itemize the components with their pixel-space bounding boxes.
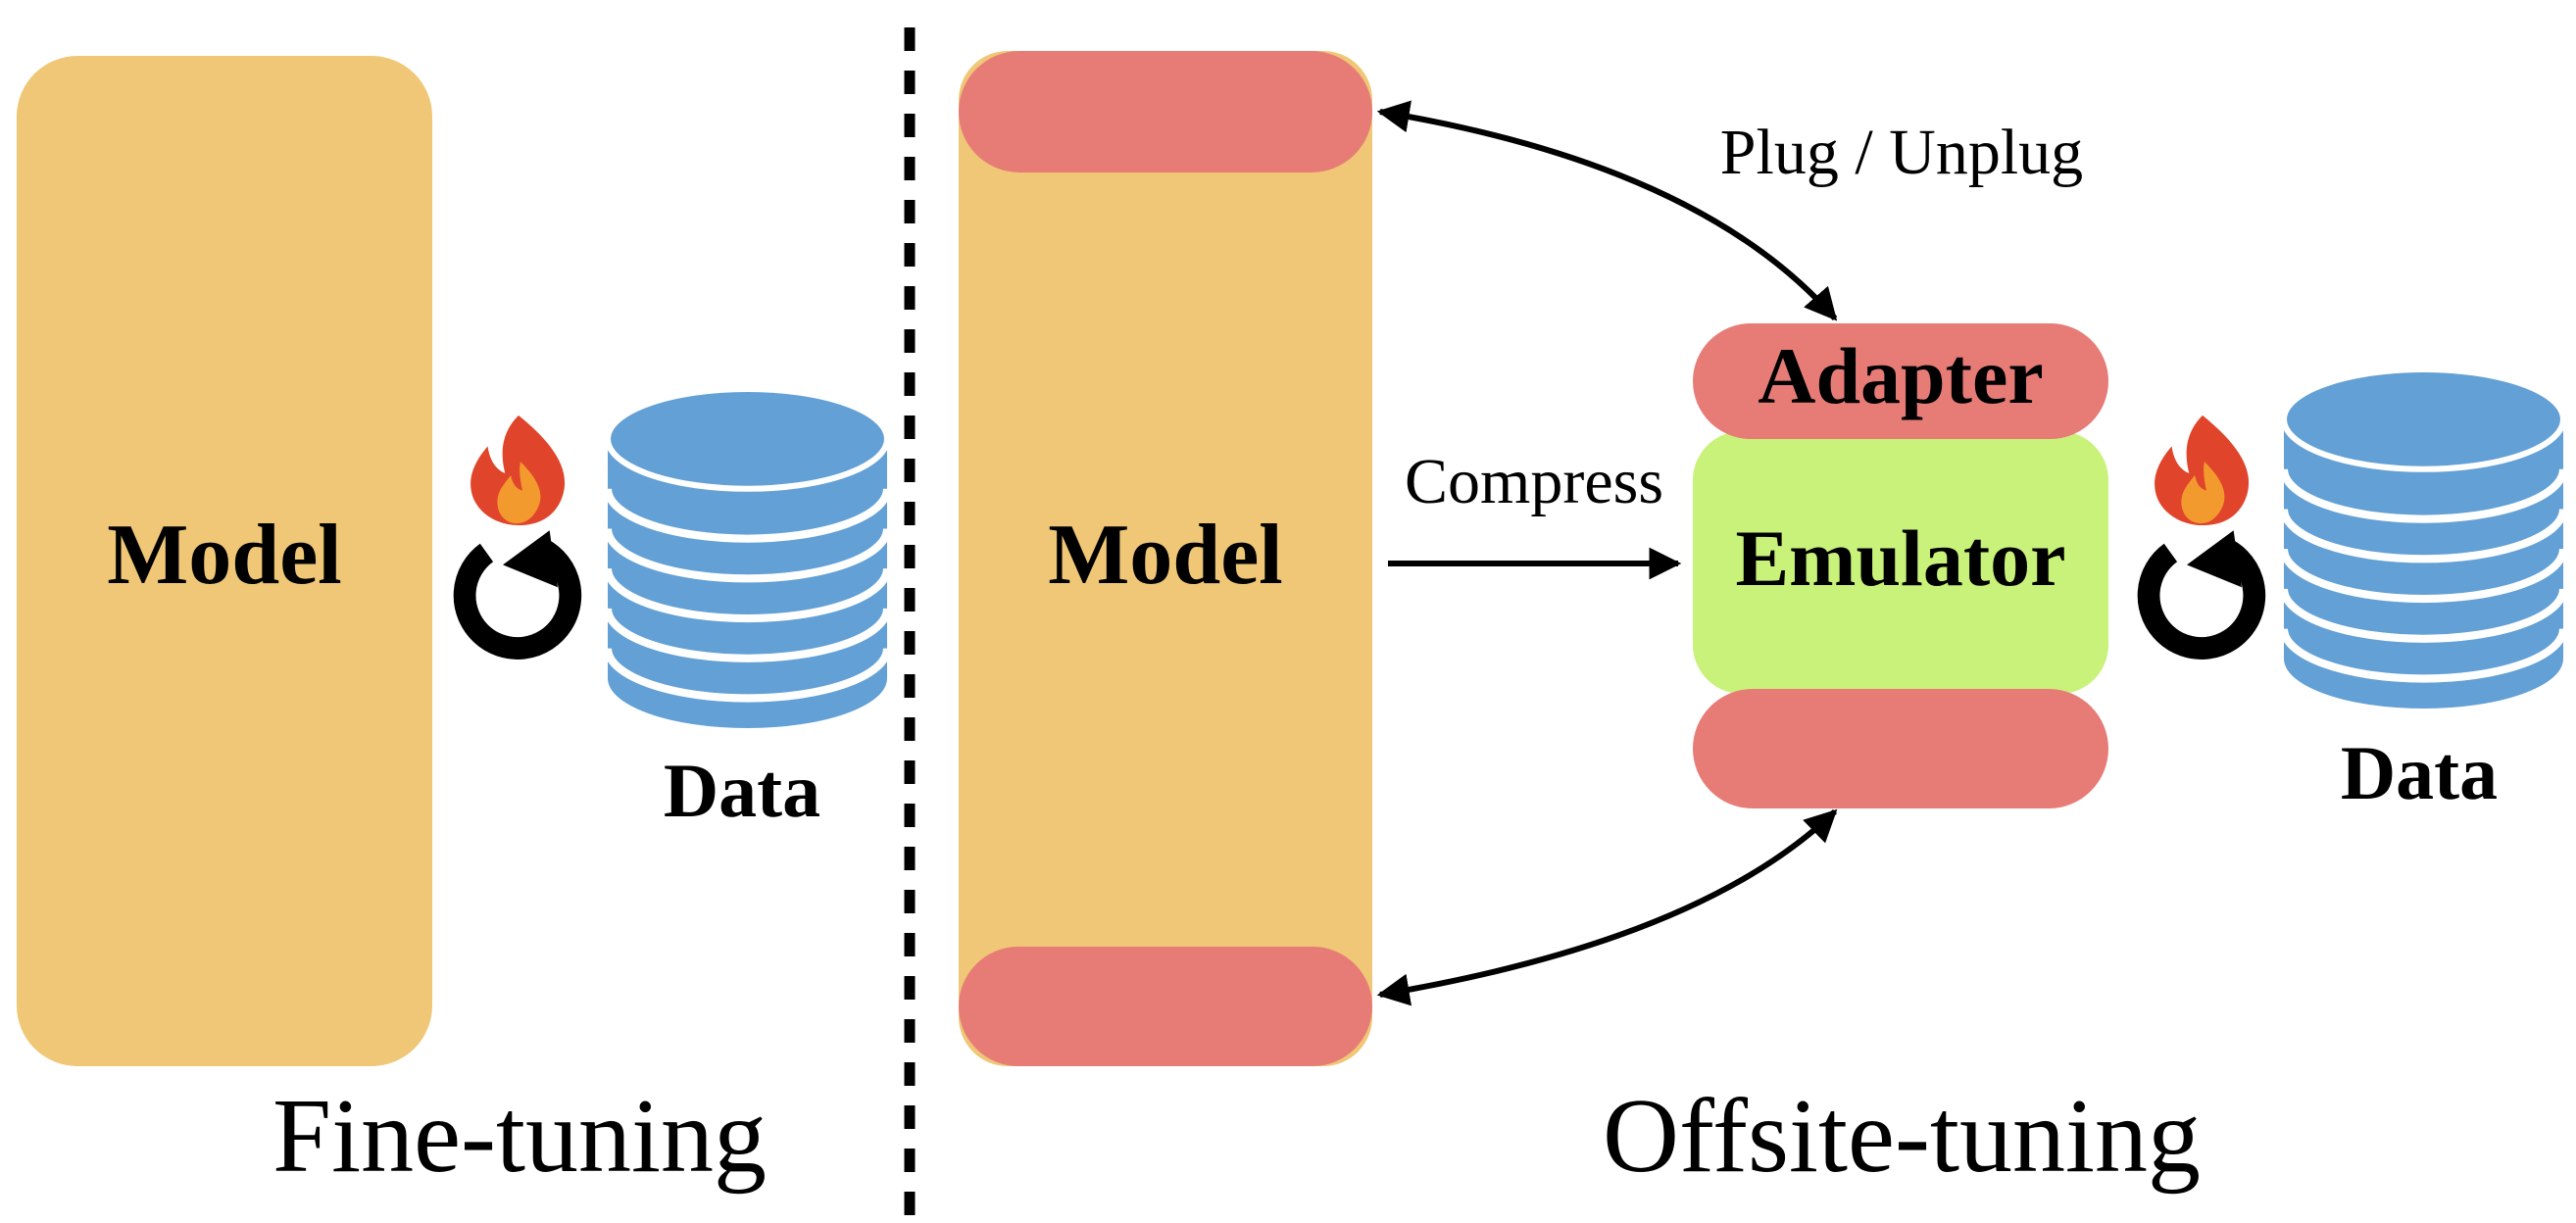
compress-label: Compress — [1405, 446, 1663, 517]
top-adapter-layer — [959, 51, 1372, 172]
offsite-tuning-caption: Offsite-tuning — [1603, 1078, 2201, 1195]
flame-icon — [2155, 415, 2250, 526]
adapter-label: Adapter — [1758, 331, 2044, 420]
flame-icon — [471, 415, 566, 526]
model-block — [17, 56, 432, 1066]
refresh-icon — [2149, 530, 2254, 648]
plug-unplug-top-arrow — [1376, 100, 1838, 321]
plug-unplug-bottom-arrow — [1376, 808, 1838, 1006]
database-icon — [2284, 369, 2563, 709]
offsite-tuning-panel: Model Adapter Emulator Plug / Unplug Com… — [959, 51, 2563, 1195]
bottom-adapter-layer — [959, 947, 1372, 1066]
fine-tuning-caption: Fine-tuning — [272, 1078, 767, 1195]
bottom-adapter-block — [1693, 689, 2108, 808]
emulator-label: Emulator — [1735, 514, 2065, 603]
database-icon — [608, 389, 887, 728]
data-label: Data — [2341, 730, 2498, 815]
refresh-icon — [465, 530, 570, 648]
fine-tuning-panel: Model Data Fine-tuning — [17, 56, 887, 1195]
plug-unplug-label: Plug / Unplug — [1720, 117, 2083, 188]
adapter-block — [1693, 323, 2108, 439]
data-label: Data — [664, 748, 820, 833]
emulator-block — [1693, 431, 2108, 694]
model-label: Model — [107, 508, 342, 603]
model-label: Model — [1048, 508, 1283, 603]
model-block — [959, 51, 1372, 1066]
